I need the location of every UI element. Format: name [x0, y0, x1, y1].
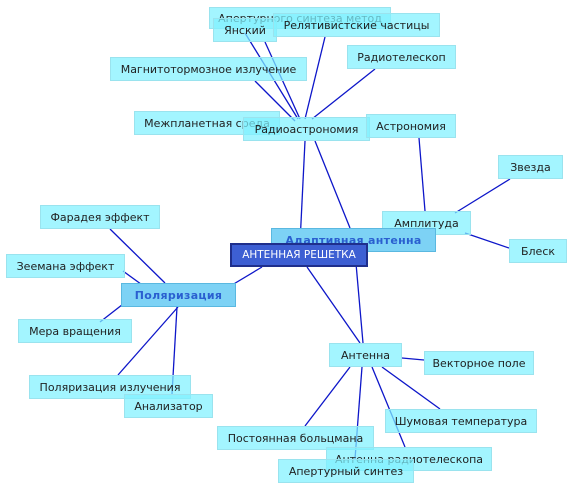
node-magnetobremsstrahlung[interactable]: Магнитотормозное излучение: [110, 57, 307, 81]
link-antenna-adaptive: [354, 251, 364, 344]
node-antenna[interactable]: Антенна: [329, 343, 402, 367]
link-antenna-boltzmann: [304, 366, 351, 427]
node-jansky[interactable]: Янский: [213, 18, 277, 42]
link-amplitude-star: [454, 178, 511, 214]
node-radiotelescope[interactable]: Радиотелескоп: [347, 45, 456, 69]
link-amplitude-astronomy: [418, 137, 426, 212]
link-antenna-rt-antenna: [371, 366, 406, 448]
node-faraday-effect[interactable]: Фарадея эффект: [40, 205, 160, 229]
node-boltzmann-constant[interactable]: Постоянная больцмана: [217, 426, 374, 450]
link-radioastronomy-adaptive: [314, 140, 351, 229]
node-glitter[interactable]: Блеск: [509, 239, 567, 263]
link-amplitude-glitter: [464, 232, 510, 249]
node-polarization[interactable]: Поляризация: [121, 283, 236, 307]
link-root-radioastronomy: [299, 140, 306, 244]
link-root-antenna: [306, 266, 361, 344]
node-radioastronomy[interactable]: Радиоастрономия: [243, 117, 370, 141]
node-relativistic-particles[interactable]: Релятивистские частицы: [273, 13, 440, 37]
node-rotation-measure[interactable]: Мера вращения: [18, 319, 132, 343]
node-antenna-array-root[interactable]: АНТЕННАЯ РЕШЕТКА: [230, 243, 368, 267]
node-star[interactable]: Звезда: [498, 155, 563, 179]
link-polarization-faraday: [109, 228, 166, 284]
link-antenna-noise-temp: [381, 366, 441, 410]
link-radioastronomy-magnetobrems: [254, 80, 296, 122]
node-zeeman-effect[interactable]: Зеемана эффект: [6, 254, 125, 278]
link-radioastronomy-relativistic: [304, 36, 326, 120]
node-vector-field[interactable]: Векторное поле: [424, 351, 534, 375]
node-noise-temperature[interactable]: Шумовая температура: [385, 409, 537, 433]
link-antenna-vector-field: [401, 357, 425, 361]
link-root-polarization: [231, 266, 263, 286]
node-analyzer[interactable]: Анализатор: [124, 394, 213, 418]
link-polarization-pol-radiation: [117, 306, 179, 376]
node-aperture-synthesis[interactable]: Апертурный синтез: [278, 459, 414, 483]
node-astronomy[interactable]: Астрономия: [366, 114, 456, 138]
link-radioastronomy-radiotelescope: [311, 68, 376, 120]
